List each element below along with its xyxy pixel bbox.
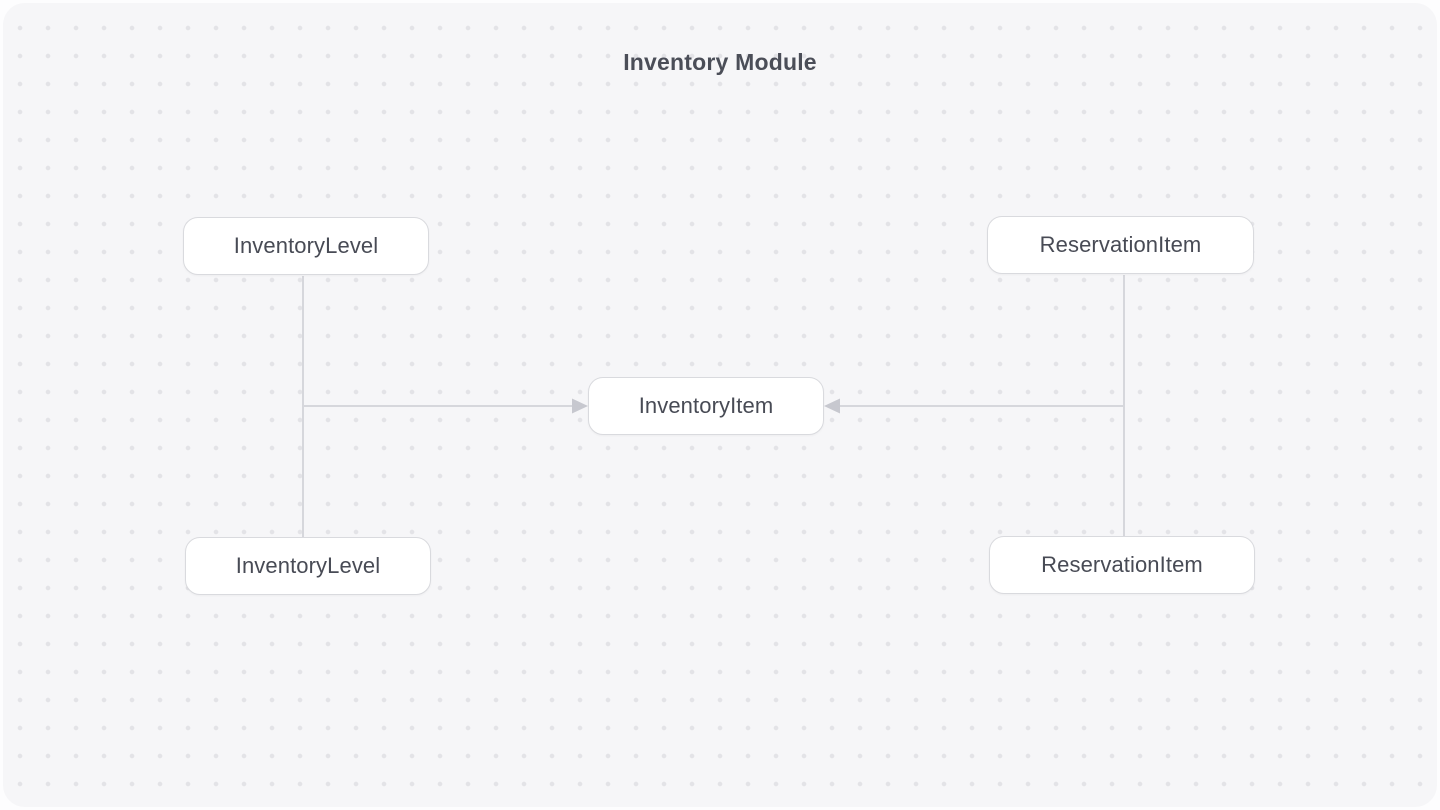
node-label: ReservationItem bbox=[1041, 552, 1203, 577]
edge-inventorylevel-to-inventoryitem bbox=[302, 276, 588, 537]
node-reservation-item-bottom[interactable]: ReservationItem bbox=[989, 536, 1255, 594]
node-label: InventoryItem bbox=[638, 393, 774, 418]
arrowhead-right-icon bbox=[572, 398, 588, 414]
node-inventory-level-top[interactable]: InventoryLevel bbox=[183, 217, 429, 275]
edge-reservationitem-to-inventoryitem bbox=[824, 275, 1125, 536]
node-label: InventoryLevel bbox=[233, 233, 379, 258]
node-inventory-level-bottom[interactable]: InventoryLevel bbox=[185, 537, 431, 595]
node-label: InventoryLevel bbox=[235, 553, 381, 578]
node-reservation-item-top[interactable]: ReservationItem bbox=[987, 216, 1254, 274]
node-inventory-item[interactable]: InventoryItem bbox=[588, 377, 824, 435]
arrowhead-left-icon bbox=[824, 398, 840, 414]
node-label: ReservationItem bbox=[1039, 232, 1202, 257]
